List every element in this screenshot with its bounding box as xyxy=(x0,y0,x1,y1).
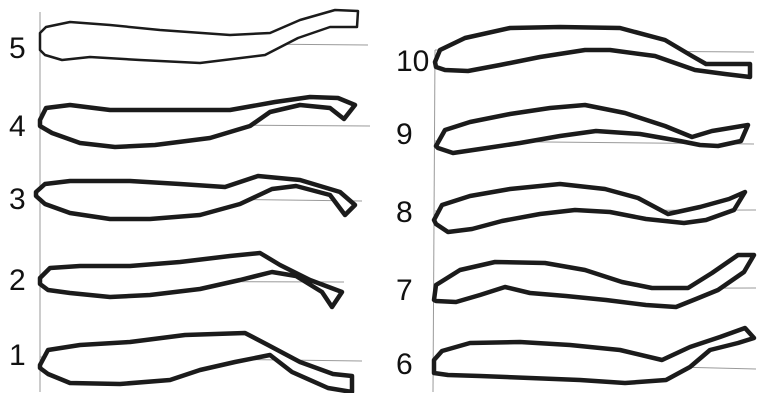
specimen-7-label: 7 xyxy=(396,274,413,307)
specimen-2-label: 2 xyxy=(9,264,26,297)
specimen-4-outline xyxy=(40,97,355,147)
specimen-3-outline xyxy=(36,176,355,219)
specimen-10-label: 10 xyxy=(396,45,429,78)
specimen-5: 5 xyxy=(9,10,368,65)
specimen-6-outline xyxy=(434,328,754,383)
specimen-10: 10 xyxy=(396,27,754,78)
specimen-1-outline xyxy=(40,333,352,392)
specimen-3-label: 3 xyxy=(9,183,26,216)
specimen-9-label: 9 xyxy=(396,118,413,151)
specimen-8-label: 8 xyxy=(396,196,413,229)
specimen-5-label: 5 xyxy=(9,32,26,65)
specimen-9-outline xyxy=(436,105,748,153)
specimen-3: 3 xyxy=(9,176,362,219)
specimen-4-label: 4 xyxy=(9,110,26,143)
specimen-6-label: 6 xyxy=(396,348,413,381)
specimen-8: 8 xyxy=(396,184,756,232)
specimen-7: 7 xyxy=(396,255,756,307)
specimen-2-outline xyxy=(40,253,342,307)
specimen-8-outline xyxy=(434,184,745,232)
specimen-9: 9 xyxy=(396,105,754,153)
specimen-2: 2 xyxy=(9,253,344,307)
specimen-1-label: 1 xyxy=(9,339,26,372)
specimen-6: 6 xyxy=(396,328,756,383)
specimen-4: 4 xyxy=(9,97,370,147)
specimen-7-outline xyxy=(434,255,754,307)
specimen-1: 1 xyxy=(9,333,362,392)
specimen-5-outline xyxy=(40,10,358,63)
